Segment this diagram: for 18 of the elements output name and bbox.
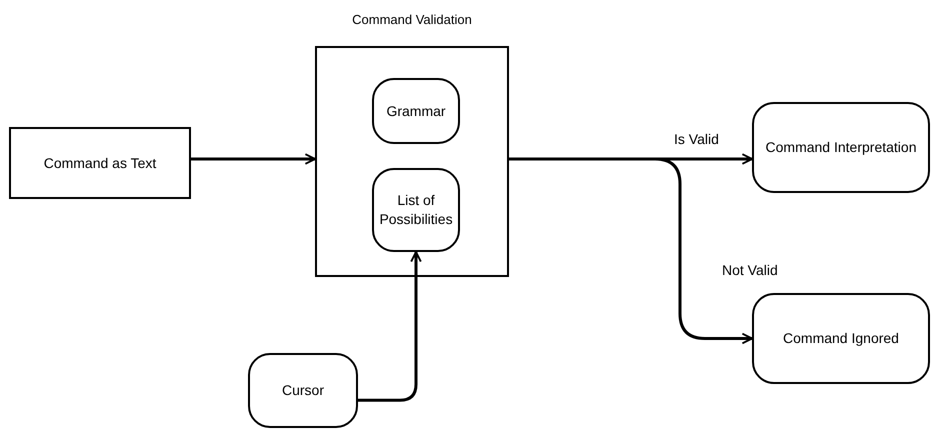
arrow: [509, 158, 753, 344]
node-label: Command as Text: [42, 154, 158, 173]
node-label: Command Ignored: [782, 329, 900, 348]
node-label: Command Interpretation: [764, 138, 918, 158]
edge-label: Is Valid: [672, 131, 721, 147]
node-label: List of Possibilities: [378, 191, 454, 229]
arrow: [358, 251, 422, 402]
rounded-box: [372, 168, 460, 252]
edge-label: Not Valid: [720, 262, 780, 278]
process-box: [9, 127, 191, 199]
rounded-box: [752, 293, 930, 384]
rounded-box: [752, 102, 930, 193]
rounded-box: [248, 353, 358, 428]
rounded-box: [372, 78, 460, 144]
arrow: [191, 153, 316, 165]
node-label: Cursor: [280, 381, 325, 400]
box-heading: Command Validation: [351, 12, 473, 27]
node-label: Grammar: [385, 102, 447, 121]
